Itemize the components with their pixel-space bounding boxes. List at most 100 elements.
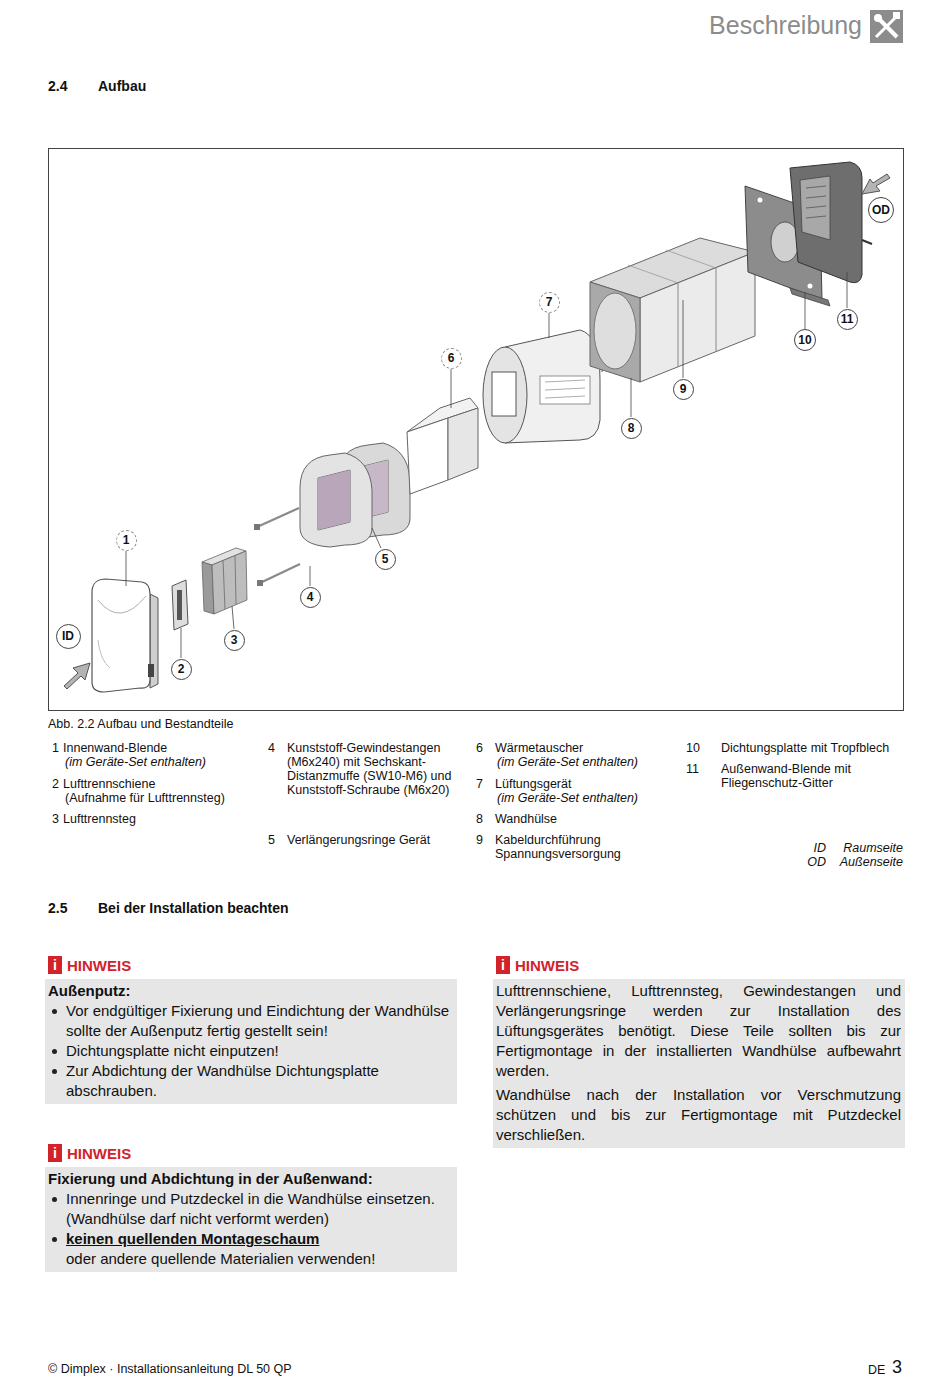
callout-text: 1 (123, 534, 130, 546)
hint-paragraph: Wandhülse nach der Installation vor Vers… (496, 1085, 901, 1145)
text-label: 4 (268, 741, 275, 755)
hint-paragraph: Lufttrennschiene, Lufttrennsteg, Gewinde… (496, 981, 901, 1081)
hint-heading: i HINWEIS (45, 955, 457, 975)
callout-text: 2 (178, 663, 185, 675)
info-icon: i (48, 1144, 62, 1162)
text-label: 1 (52, 741, 59, 755)
bullet-item: Zur Abdichtung der Wandhülse Dichtungspl… (48, 1061, 453, 1101)
text-label: 3 (52, 812, 59, 826)
callout-number: 9 (673, 379, 694, 400)
text-label: Wärmetauscher (495, 741, 583, 755)
callout-text: 9 (680, 383, 687, 395)
hint-subtitle: Außenputz: (48, 981, 453, 1001)
callout-text: 7 (546, 296, 553, 308)
bullet-text: keinen quellenden Montageschaum (66, 1230, 319, 1247)
bullet-item: keinen quellenden Montageschaum (48, 1229, 453, 1249)
text-label: 5 (268, 833, 275, 847)
hint-panel: Fixierung und Abdichtung in der Außenwan… (45, 1167, 457, 1272)
bullet-dot (52, 1069, 57, 1074)
bullet-text: Dichtungsplatte nicht einputzen! (66, 1042, 279, 1059)
callout-text: 8 (628, 422, 635, 434)
text-label: (Aufnahme für Lufttrennsteg) (65, 791, 225, 805)
callout-number: 10 (794, 329, 816, 351)
callout-text: 11 (841, 313, 854, 325)
hint-box: i HINWEIS Lufttrennschiene, Lufttrennsteg,… (493, 955, 905, 1148)
info-icon: i (48, 956, 62, 974)
text-label: (im Geräte-Set enthalten) (65, 755, 206, 769)
bullet-item: Dichtungsplatte nicht einputzen! (48, 1041, 453, 1061)
callout-text: 10 (798, 334, 811, 346)
text-label: Lufttrennsteg (63, 812, 136, 826)
callout-number: OD (868, 197, 894, 223)
callout-number: 5 (375, 549, 396, 570)
bullet-text: Vor endgültiger Fixierung und Eindichtun… (66, 1002, 449, 1039)
callout-text: 3 (231, 634, 238, 646)
hint-panel: Lufttrennschiene, Lufttrennsteg, Gewinde… (493, 979, 905, 1148)
text-label: 6 (476, 741, 483, 755)
text-label: Beschreibung (709, 10, 862, 40)
callout-number: 7 (539, 292, 560, 313)
callout-number: 4 (300, 587, 321, 608)
hint-subtitle: Fixierung und Abdichtung in der Außenwan… (48, 1169, 453, 1189)
text-label: Kabeldurchführung Spannungsversorgung (495, 833, 670, 861)
text-label: 2 (52, 777, 59, 791)
callout-number: 1 (116, 530, 137, 551)
text-label: Außenseite (840, 855, 903, 869)
info-icon: i (496, 956, 510, 974)
bullet-dot (52, 1237, 57, 1242)
text-label: Verlängerungsringe Gerät (287, 833, 430, 847)
text-label: 2.4 (48, 78, 67, 94)
text-label: 3 (892, 1357, 902, 1377)
text-label: Innenwand-Blende (63, 741, 167, 755)
bullet-text: Zur Abdichtung der Wandhülse Dichtungspl… (66, 1062, 379, 1099)
hint-heading: i HINWEIS (45, 1143, 457, 1163)
text-label: 10 (686, 741, 700, 755)
text-label: (im Geräte-Set enthalten) (497, 755, 638, 769)
text-label: Lüftungsgerät (495, 777, 571, 791)
section-title: Aufbau (98, 78, 146, 94)
bullet-continuation: oder andere quellende Materialien verwen… (48, 1249, 453, 1269)
text-label: © Dimplex · Installationsanleitung DL 50… (48, 1362, 292, 1376)
callout-text: 5 (382, 553, 389, 565)
hint-box: i HINWEIS Außenputz:Vor endgültiger Fixier… (45, 955, 457, 1104)
text-label: 2.5 (48, 900, 67, 916)
hint-heading: i HINWEIS (493, 955, 905, 975)
callout-number: 3 (224, 630, 245, 651)
bullet-item: Vor endgültiger Fixierung und Eindichtun… (48, 1001, 453, 1041)
text-label: 7 (476, 777, 483, 791)
bullet-text: Innenringe und Putzdeckel in die Wandhül… (66, 1190, 435, 1227)
text-label: Dichtungsplatte mit Tropfblech (721, 741, 903, 755)
hint-title: HINWEIS (67, 957, 131, 974)
bullet-dot (52, 1197, 57, 1202)
text-label: Bei der Installation beachten (98, 900, 289, 916)
text-label: Wandhülse (495, 812, 557, 826)
hint-title: HINWEIS (67, 1145, 131, 1162)
callout-number: 6 (441, 348, 462, 369)
hint-box: i HINWEIS Fixierung und Abdichtung in der … (45, 1143, 457, 1272)
text-label: 9 (476, 833, 483, 847)
text-label: (im Geräte-Set enthalten) (497, 791, 638, 805)
text-label: Kunststoff-Gewindestangen (M6x240) mit S… (287, 741, 467, 797)
callout-number: ID (56, 624, 81, 649)
bullet-dot (52, 1049, 57, 1054)
callout-text: ID (62, 630, 74, 642)
text-label: Außenwand-Blende mit Fliegenschutz-Gitte… (721, 762, 903, 790)
bullet-dot (52, 1009, 57, 1014)
callout-number: 8 (621, 418, 642, 439)
callout-text: 6 (448, 352, 455, 364)
bullet-item: Innenringe und Putzdeckel in die Wandhül… (48, 1189, 453, 1229)
text-label: 11 (686, 762, 699, 776)
callout-text: OD (872, 204, 890, 216)
text-label: Lufttrennschiene (63, 777, 155, 791)
text-label: OD (807, 855, 826, 869)
text-label: 8 (476, 812, 483, 826)
text-label: Raumseite (843, 841, 903, 855)
text-label: DE (868, 1363, 885, 1377)
hint-panel: Außenputz:Vor endgültiger Fixierung und … (45, 979, 457, 1104)
figure-caption: Abb. 2.2 Aufbau und Bestandteile (48, 717, 234, 731)
callout-text: 4 (307, 591, 314, 603)
text-label: ID (814, 841, 827, 855)
hint-title: HINWEIS (515, 957, 579, 974)
callout-number: 2 (171, 659, 192, 680)
